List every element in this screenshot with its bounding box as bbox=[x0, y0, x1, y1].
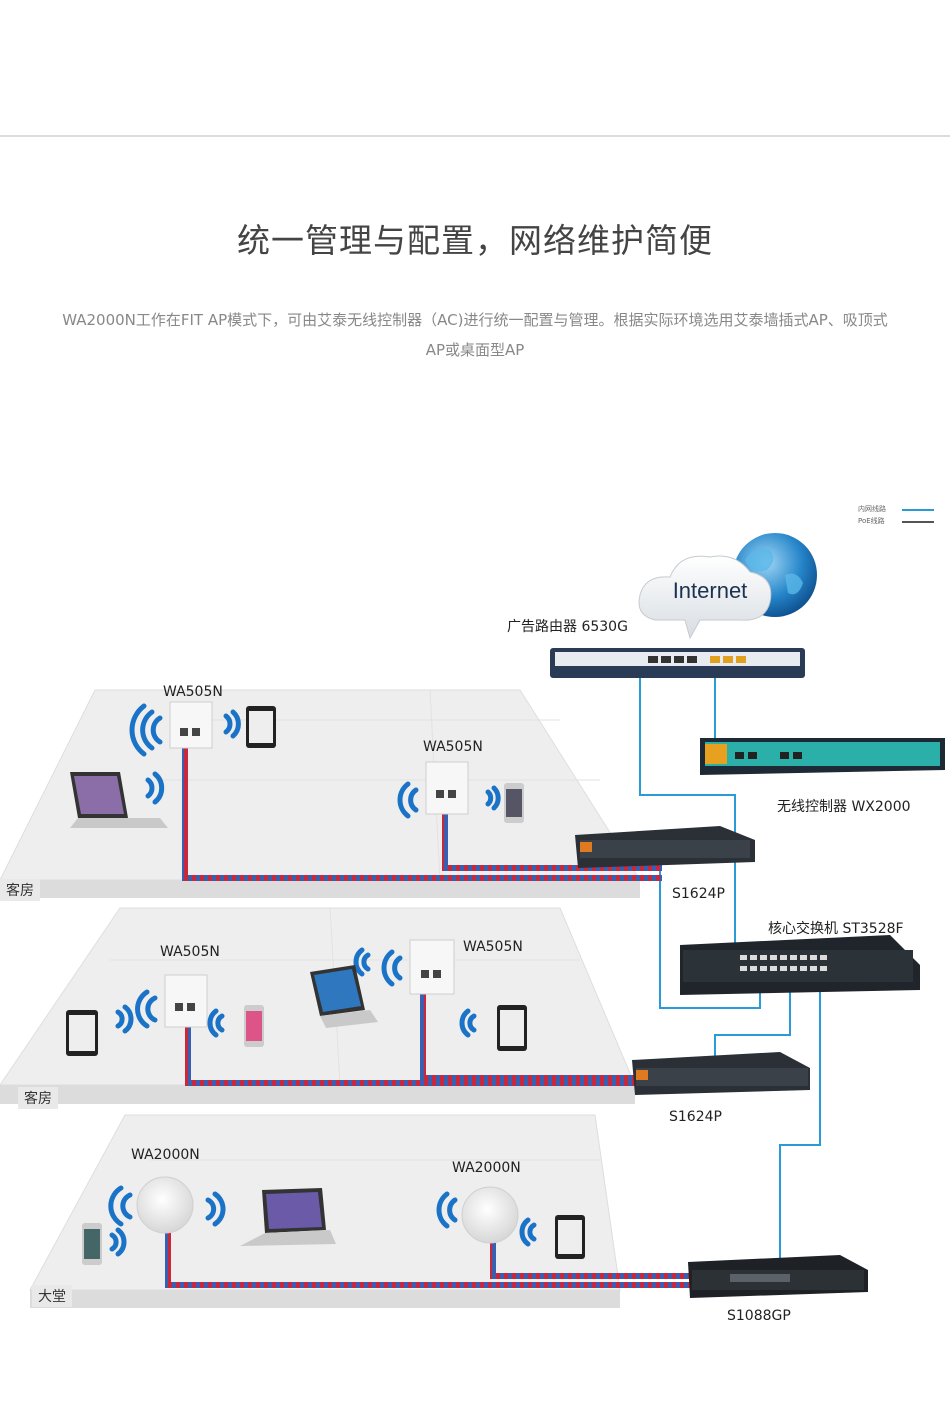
top-divider bbox=[0, 135, 950, 137]
poe-lines bbox=[165, 740, 690, 1288]
core-switch-st3528f bbox=[680, 935, 920, 995]
ap-label-floor1-left: WA505N bbox=[163, 684, 223, 700]
floor-guestroom-2 bbox=[0, 907, 636, 1104]
legend-item-lan: 内网线路 bbox=[858, 505, 886, 513]
ap-wall-floor2-left bbox=[164, 974, 208, 1028]
page-title: 统一管理与配置，网络维护简便 bbox=[237, 221, 713, 260]
ap-label-floor2-left: WA505N bbox=[160, 944, 220, 960]
switch1-label: S1624P bbox=[672, 886, 725, 902]
floor-label-lobby: 大堂 bbox=[32, 1285, 72, 1307]
internet-text: Internet bbox=[673, 578, 748, 603]
ap-label-floor1-right: WA505N bbox=[423, 739, 483, 755]
ap-wall-floor1-right bbox=[425, 761, 469, 815]
ap-label-lobby-right: WA2000N bbox=[452, 1160, 521, 1176]
ap-label-lobby-left: WA2000N bbox=[131, 1147, 200, 1163]
switch-s1088gp bbox=[688, 1255, 868, 1298]
core-switch-label: 核心交换机 ST3528F bbox=[768, 921, 904, 937]
client-devices bbox=[66, 706, 585, 1265]
router-6530g bbox=[550, 648, 805, 678]
lan-lines bbox=[639, 675, 821, 1260]
floor-label-guestroom-1: 客房 bbox=[0, 879, 40, 901]
page-description: WA2000N工作在FIT AP模式下，可由艾泰无线控制器（AC)进行统一配置与… bbox=[10, 305, 940, 365]
ap-ceiling-lobby-left bbox=[136, 1176, 194, 1234]
description-line-1: WA2000N工作在FIT AP模式下，可由艾泰无线控制器（AC)进行统一配置与… bbox=[62, 311, 888, 329]
ap-wall-floor1-left bbox=[169, 701, 213, 749]
switch-s1624p-1 bbox=[575, 826, 755, 868]
legend-item-poe: PoE线路 bbox=[858, 517, 885, 525]
floor-guestroom-1 bbox=[0, 689, 641, 898]
controller-label: 无线控制器 WX2000 bbox=[777, 799, 911, 815]
description-line-2: AP或桌面型AP bbox=[425, 341, 525, 359]
switch2-label: S1624P bbox=[669, 1109, 722, 1125]
internet-cloud-icon bbox=[638, 533, 817, 640]
legend: 内网线路 PoE线路 bbox=[858, 503, 934, 527]
ap-wall-floor2-right bbox=[409, 939, 455, 995]
ap-ceiling-lobby-right bbox=[461, 1186, 519, 1244]
legend-poe-swatch bbox=[902, 521, 934, 523]
switch3-label: S1088GP bbox=[727, 1308, 791, 1324]
floor-lobby bbox=[29, 1114, 621, 1308]
floor-label-guestroom-2: 客房 bbox=[18, 1087, 58, 1109]
router-label: 广告路由器 6530G bbox=[507, 619, 628, 635]
wireless-controller-wx2000 bbox=[700, 738, 945, 775]
wifi-signal-icons bbox=[108, 703, 537, 1257]
legend-lan-swatch bbox=[902, 509, 934, 511]
switch-s1624p-2 bbox=[632, 1052, 810, 1095]
ap-label-floor2-right: WA505N bbox=[463, 939, 523, 955]
